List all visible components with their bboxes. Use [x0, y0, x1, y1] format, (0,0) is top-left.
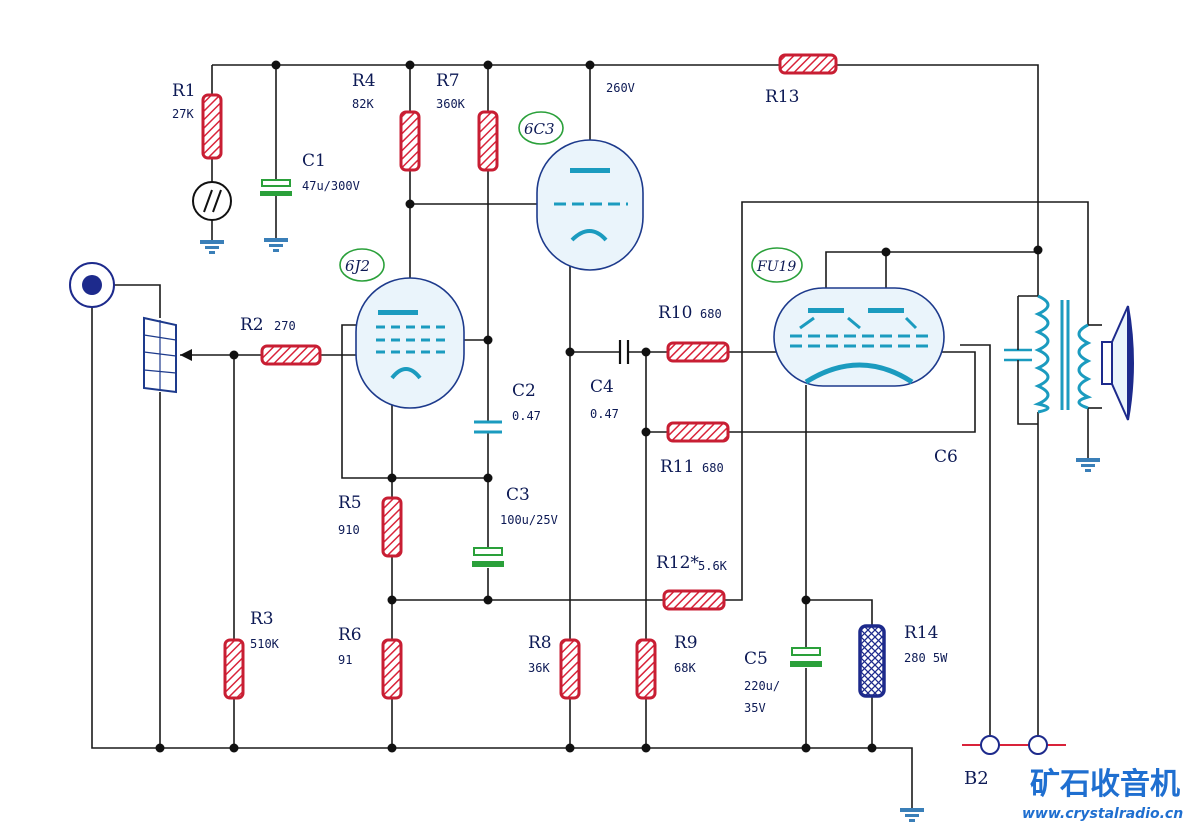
tube-fu19: [773, 287, 945, 387]
watermark: 矿石收音机 www.crystalradio.cn: [1022, 767, 1183, 822]
tube-6j2-badge: [339, 248, 385, 282]
resistor-r1: [201, 93, 223, 160]
label-r9: R9: [674, 633, 698, 653]
label-r10: R10: [658, 303, 692, 323]
tube-6j2: [355, 277, 465, 409]
value-r8: 36K: [528, 661, 550, 675]
resistor-r4: [399, 110, 421, 172]
label-r14: R14: [904, 623, 938, 643]
label-c2: C2: [512, 381, 536, 401]
label-c1: C1: [302, 151, 326, 171]
value-r7: 360K: [436, 97, 466, 111]
label-r6: R6: [338, 625, 362, 645]
resistor-r11: [666, 421, 730, 443]
value-r9: 68K: [674, 661, 696, 675]
value-r2: 270: [274, 319, 296, 333]
watermark-brand: 矿石收音机: [1030, 767, 1180, 802]
value-r14: 280 5W: [904, 651, 948, 665]
resistor-r7: [477, 110, 499, 172]
label-r1: R1: [172, 81, 196, 101]
capacitor-c6: [1004, 338, 1032, 372]
value-c1: 47u/300V: [302, 179, 360, 193]
watermark-site: www.crystalradio.cn: [1022, 806, 1183, 822]
label-r2: R2: [240, 315, 264, 335]
tube-label-6j2: 6J2: [345, 257, 370, 275]
label-c4: C4: [590, 377, 614, 397]
ground-icon: [900, 808, 924, 822]
label-r3: R3: [250, 609, 274, 629]
label-r5: R5: [338, 493, 362, 513]
resistor-r6: [381, 638, 403, 700]
capacitor-c2: [474, 420, 502, 434]
output-transformer-icon: [1033, 294, 1093, 414]
tube-label-6c3: 6C3: [524, 120, 555, 138]
value-r3: 510K: [250, 637, 280, 651]
value-r10: 680: [700, 307, 722, 321]
capacitor-c3: [472, 547, 504, 567]
resistor-r13: [778, 53, 838, 75]
ground-symbols: [200, 238, 1100, 822]
value-c4: 0.47: [590, 407, 619, 421]
ground-icon: [200, 240, 224, 254]
value-r6: 91: [338, 653, 352, 667]
label-r8: R8: [528, 633, 552, 653]
label-c6: C6: [934, 447, 958, 467]
b2-connector: [962, 735, 1066, 755]
ground-icon: [264, 238, 288, 252]
label-c3: C3: [506, 485, 530, 505]
label-r11: R11: [660, 457, 694, 477]
resistor-r8: [559, 638, 581, 700]
value-r11: 680: [702, 461, 724, 475]
junction-dots: [155, 60, 1043, 753]
value-r12: 5.6K: [698, 559, 728, 573]
resistor-r3: [223, 638, 245, 700]
resistor-r12: [662, 589, 726, 611]
value-c5-line2: 35V: [744, 701, 766, 715]
label-b2: B2: [964, 768, 989, 789]
tube-6c3-badge: [518, 111, 564, 145]
capacitor-c5: [790, 647, 822, 667]
tube-label-fu19: FU19: [756, 259, 796, 275]
value-c2: 0.47: [512, 409, 541, 423]
voltage-260v: 260V: [606, 81, 635, 95]
capacitor-c1: [260, 179, 292, 196]
capacitor-c4: [618, 340, 630, 364]
value-r5: 910: [338, 523, 360, 537]
wires: [91, 64, 1102, 808]
label-r4: R4: [352, 71, 376, 91]
capacitors: [260, 179, 1032, 667]
resistor-r14: [858, 624, 886, 698]
resistor-r2: [260, 344, 322, 366]
value-c5-line1: 220u/: [744, 679, 780, 693]
resistor-r10: [666, 341, 730, 363]
ground-icon: [1076, 458, 1100, 472]
label-r13: R13: [765, 87, 799, 107]
volume-potentiometer-icon: [143, 316, 192, 394]
label-r12: R12*: [656, 553, 699, 573]
resistors: [201, 53, 838, 700]
neon-lamp-icon: [192, 181, 232, 221]
speaker-icon: [1101, 305, 1134, 421]
label-r7: R7: [436, 71, 460, 91]
value-c3: 100u/25V: [500, 513, 558, 527]
tube-6c3: [536, 139, 644, 271]
input-jack-icon: [69, 262, 115, 308]
label-c5: C5: [744, 649, 768, 669]
value-r4: 82K: [352, 97, 374, 111]
resistor-r9: [635, 638, 657, 700]
value-r1: 27K: [172, 107, 194, 121]
tube-fu19-badge: [751, 247, 803, 283]
resistor-r5: [381, 496, 403, 558]
